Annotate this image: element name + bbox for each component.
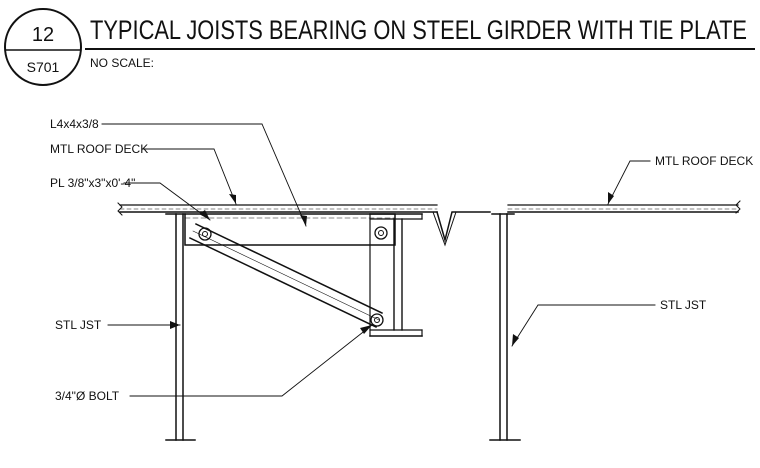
detail-title: TYPICAL JOISTS BEARING ON STEEL GIRDER W… (90, 15, 747, 45)
callout-joist-right: STL JST (660, 298, 707, 312)
bolt-lower (370, 313, 384, 327)
callout-angle: L4x4x3/8 (50, 117, 99, 131)
callout-deck-right: MTL ROOF DECK (655, 154, 753, 168)
steel-joist-left (165, 213, 196, 441)
diagonal-angle (188, 222, 384, 329)
bolt-upper-left (198, 227, 212, 241)
callout-joist-left: STL JST (55, 318, 102, 332)
deck-flute-inner (432, 211, 457, 247)
leader-arrows (170, 192, 614, 346)
leader-lines (101, 123, 656, 397)
steel-girder (369, 213, 423, 337)
steel-joist-right (489, 213, 521, 441)
scale-note: NO SCALE: (90, 56, 154, 70)
bolt-upper-right (374, 226, 388, 240)
roof-deck-right (507, 200, 741, 214)
detail-number: 12 (32, 24, 54, 46)
callout-tie-plate: PL 3/8"x3"x0'-4" (50, 176, 135, 190)
roof-deck-left (117, 202, 438, 216)
tie-plate (184, 213, 396, 246)
deck-flute (436, 211, 491, 243)
callout-deck-left: MTL ROOF DECK (50, 142, 148, 156)
callout-bolt: 3/4"Ø BOLT (55, 389, 120, 403)
sheet-number: S701 (27, 59, 60, 75)
detail-bubble: 12 S701 (4, 8, 82, 86)
